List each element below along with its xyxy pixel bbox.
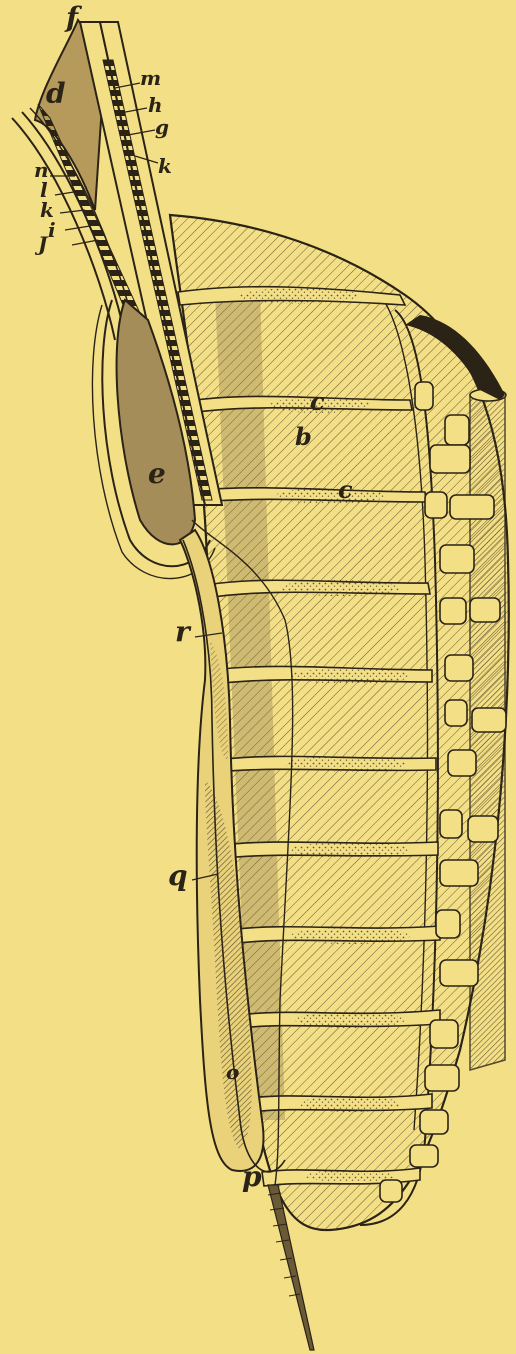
- label-c-lower: c: [338, 478, 353, 502]
- label-e: e: [148, 460, 166, 488]
- label-g: g: [155, 117, 169, 137]
- label-d: d: [46, 80, 66, 108]
- label-b: b: [295, 425, 312, 449]
- label-i: i: [48, 220, 56, 240]
- label-r: r: [175, 618, 190, 646]
- label-h: h: [148, 95, 163, 115]
- label-k-left: k: [40, 200, 54, 220]
- label-q: q: [168, 862, 188, 890]
- label-J: J: [38, 234, 47, 254]
- label-p: p: [242, 1163, 262, 1191]
- label-n: n: [34, 160, 49, 180]
- label-o: o: [226, 1062, 239, 1082]
- label-l: l: [40, 180, 48, 200]
- label-c-upper: c: [310, 390, 325, 414]
- label-m: m: [140, 68, 161, 88]
- label-k-right: k: [158, 156, 172, 176]
- label-f: f: [66, 4, 78, 32]
